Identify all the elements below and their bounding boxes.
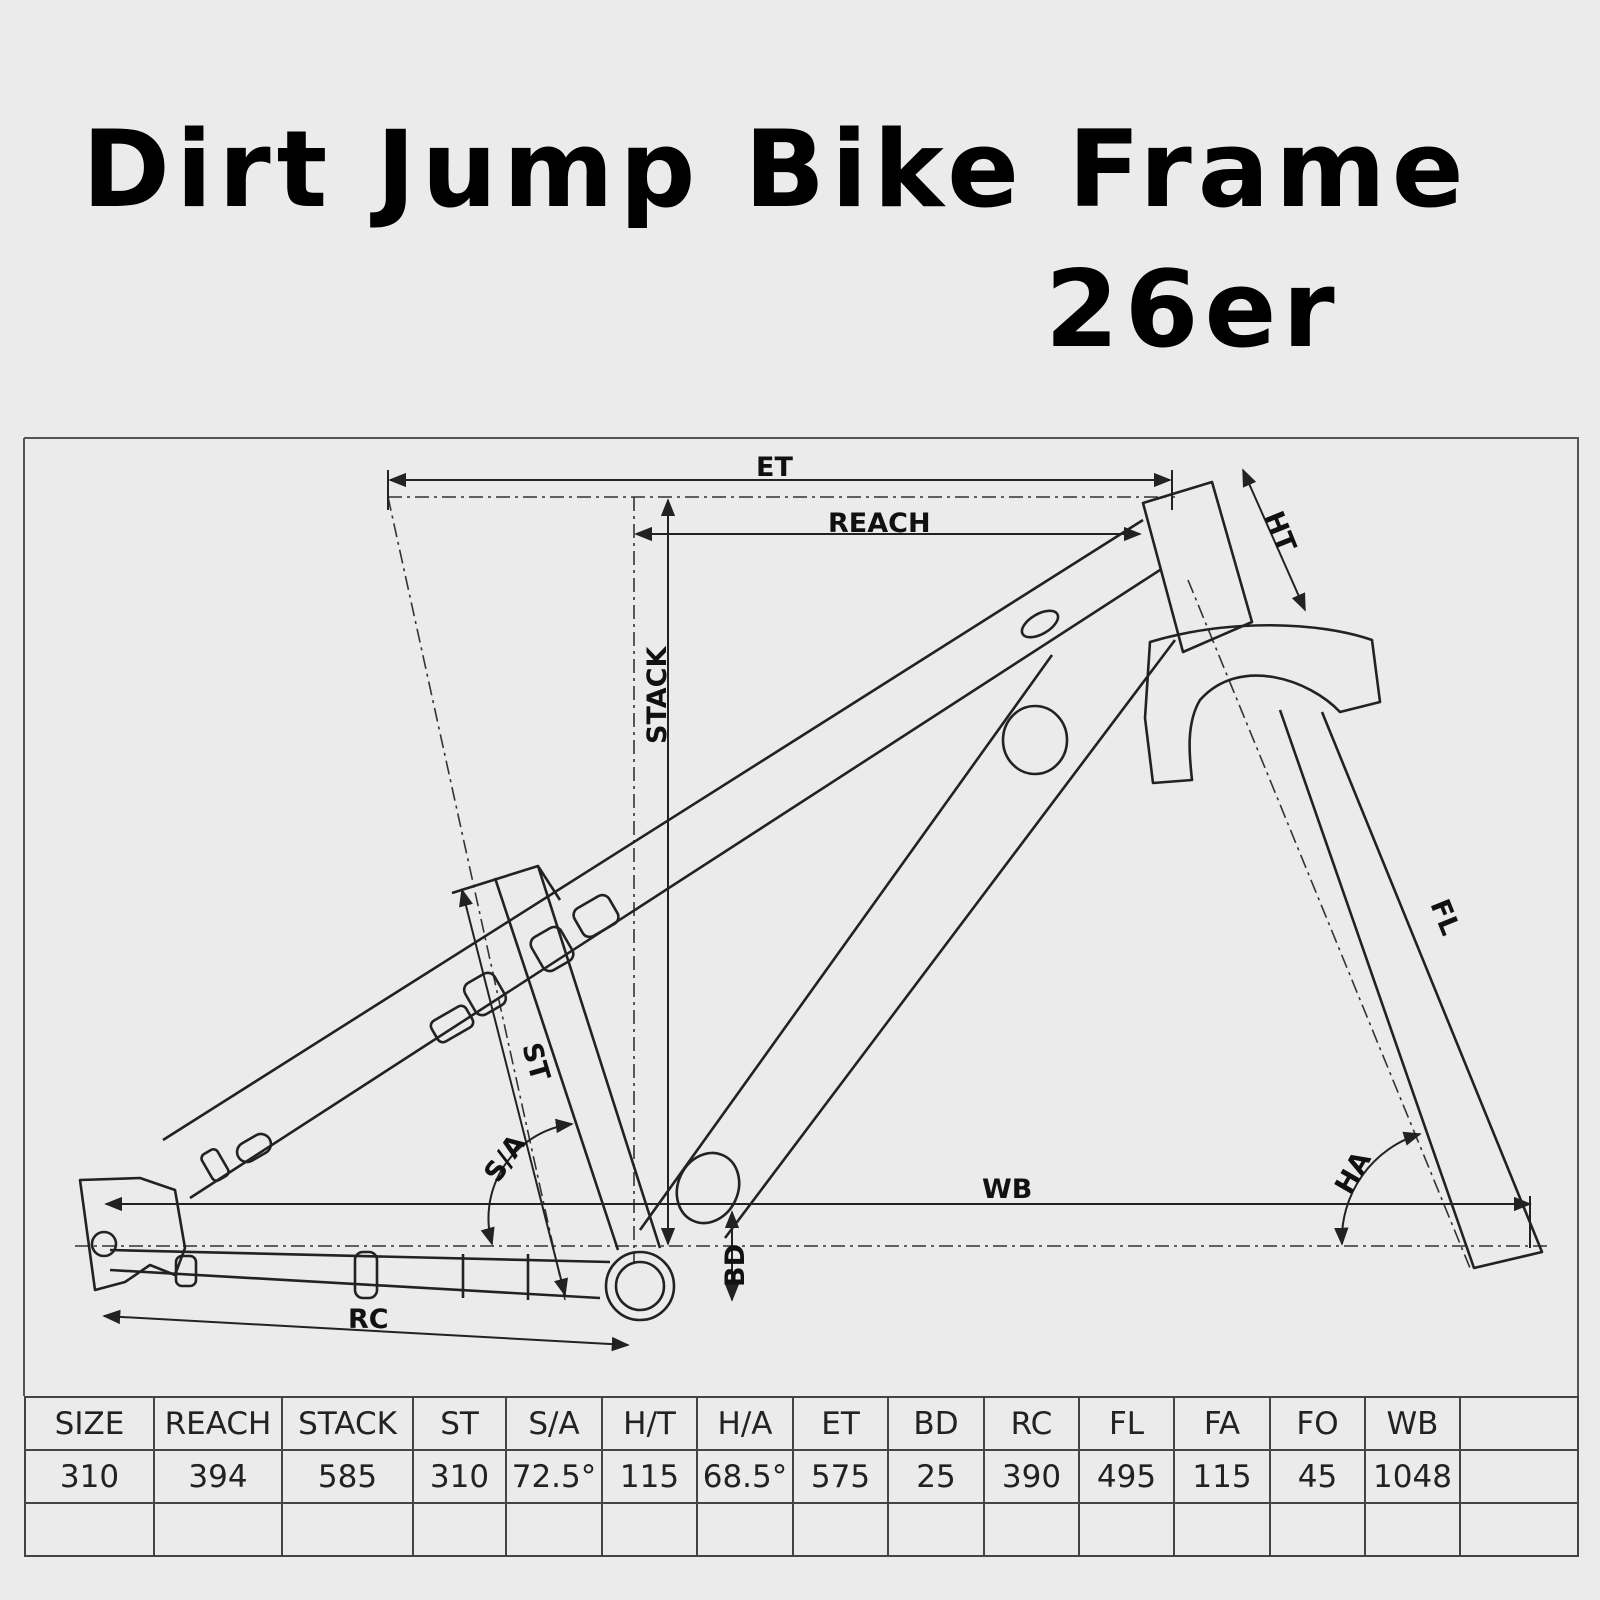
spec-header-cell xyxy=(1459,1396,1579,1451)
spec-value-cell xyxy=(1459,1449,1579,1504)
down-tube xyxy=(638,639,1177,1239)
spec-value-cell: 585 xyxy=(281,1449,414,1504)
spec-header-cell: FO xyxy=(1269,1396,1366,1451)
label-et: ET xyxy=(756,452,793,483)
bike-frame-outline xyxy=(78,480,1544,1322)
sa-angle-arc xyxy=(480,1118,574,1246)
st-dimension xyxy=(459,888,568,1297)
label-ht: HT xyxy=(1258,507,1302,557)
label-rc: RC xyxy=(348,1304,389,1335)
label-stack: STACK xyxy=(642,646,673,744)
spec-header-cell: H/T xyxy=(601,1396,698,1451)
dimension-lines xyxy=(102,468,1532,1352)
spec-value-cell: 115 xyxy=(601,1449,698,1504)
spec-value-cell: 310 xyxy=(412,1449,507,1504)
label-fl: FL xyxy=(1424,895,1466,940)
spec-header-cell: WB xyxy=(1364,1396,1461,1451)
spec-header-cell: H/A xyxy=(696,1396,794,1451)
spec-header-cell: FL xyxy=(1078,1396,1175,1451)
spec-empty-row xyxy=(24,1502,1579,1557)
diagram-border xyxy=(23,437,1579,1396)
label-ha: HA xyxy=(1329,1146,1378,1199)
bottom-bracket xyxy=(604,1250,676,1322)
spec-header-row: SIZE REACH STACK ST S/A H/T H/A ET BD RC… xyxy=(24,1396,1579,1451)
spec-value-cell: 394 xyxy=(153,1449,283,1504)
spec-value-cell: 45 xyxy=(1269,1449,1366,1504)
spec-value-cell: 25 xyxy=(887,1449,985,1504)
head-tube xyxy=(1141,480,1254,654)
spec-header-cell: SIZE xyxy=(24,1396,155,1451)
spec-header-cell: ST xyxy=(412,1396,507,1451)
label-wb: WB xyxy=(982,1174,1032,1205)
fork-crown xyxy=(1143,623,1382,785)
spec-value-cell: 115 xyxy=(1173,1449,1271,1504)
fork-leg xyxy=(1278,709,1544,1270)
spec-value-cell: 1048 xyxy=(1364,1449,1461,1504)
spec-header-cell: S/A xyxy=(505,1396,603,1451)
page-subtitle: 26er xyxy=(1045,248,1341,371)
spec-header-cell: FA xyxy=(1173,1396,1271,1451)
spec-value-cell: 72.5° xyxy=(505,1449,603,1504)
spec-header-cell: REACH xyxy=(153,1396,283,1451)
spec-value-cell: 310 xyxy=(24,1449,155,1504)
spec-header-cell: BD xyxy=(887,1396,985,1451)
spec-header-cell: ET xyxy=(792,1396,889,1451)
spec-value-cell: 575 xyxy=(792,1449,889,1504)
ha-angle-arc xyxy=(1334,1131,1422,1246)
spec-header-cell: RC xyxy=(983,1396,1080,1451)
label-bd: BD xyxy=(720,1244,751,1287)
spec-value-cell: 68.5° xyxy=(696,1449,794,1504)
spec-value-cell: 495 xyxy=(1078,1449,1175,1504)
spec-header-cell: STACK xyxy=(281,1396,414,1451)
label-reach: REACH xyxy=(828,508,931,539)
ht-dimension xyxy=(1242,468,1306,612)
spec-value-cell: 390 xyxy=(983,1449,1080,1504)
geometry-spec-table: SIZE REACH STACK ST S/A H/T H/A ET BD RC… xyxy=(24,1396,1579,1557)
rc-dimension xyxy=(102,1309,630,1352)
reference-lines xyxy=(75,496,1550,1301)
page-title: Dirt Jump Bike Frame xyxy=(82,108,1470,231)
spec-value-row: 310 394 585 310 72.5° 115 68.5° 575 25 3… xyxy=(24,1449,1579,1504)
